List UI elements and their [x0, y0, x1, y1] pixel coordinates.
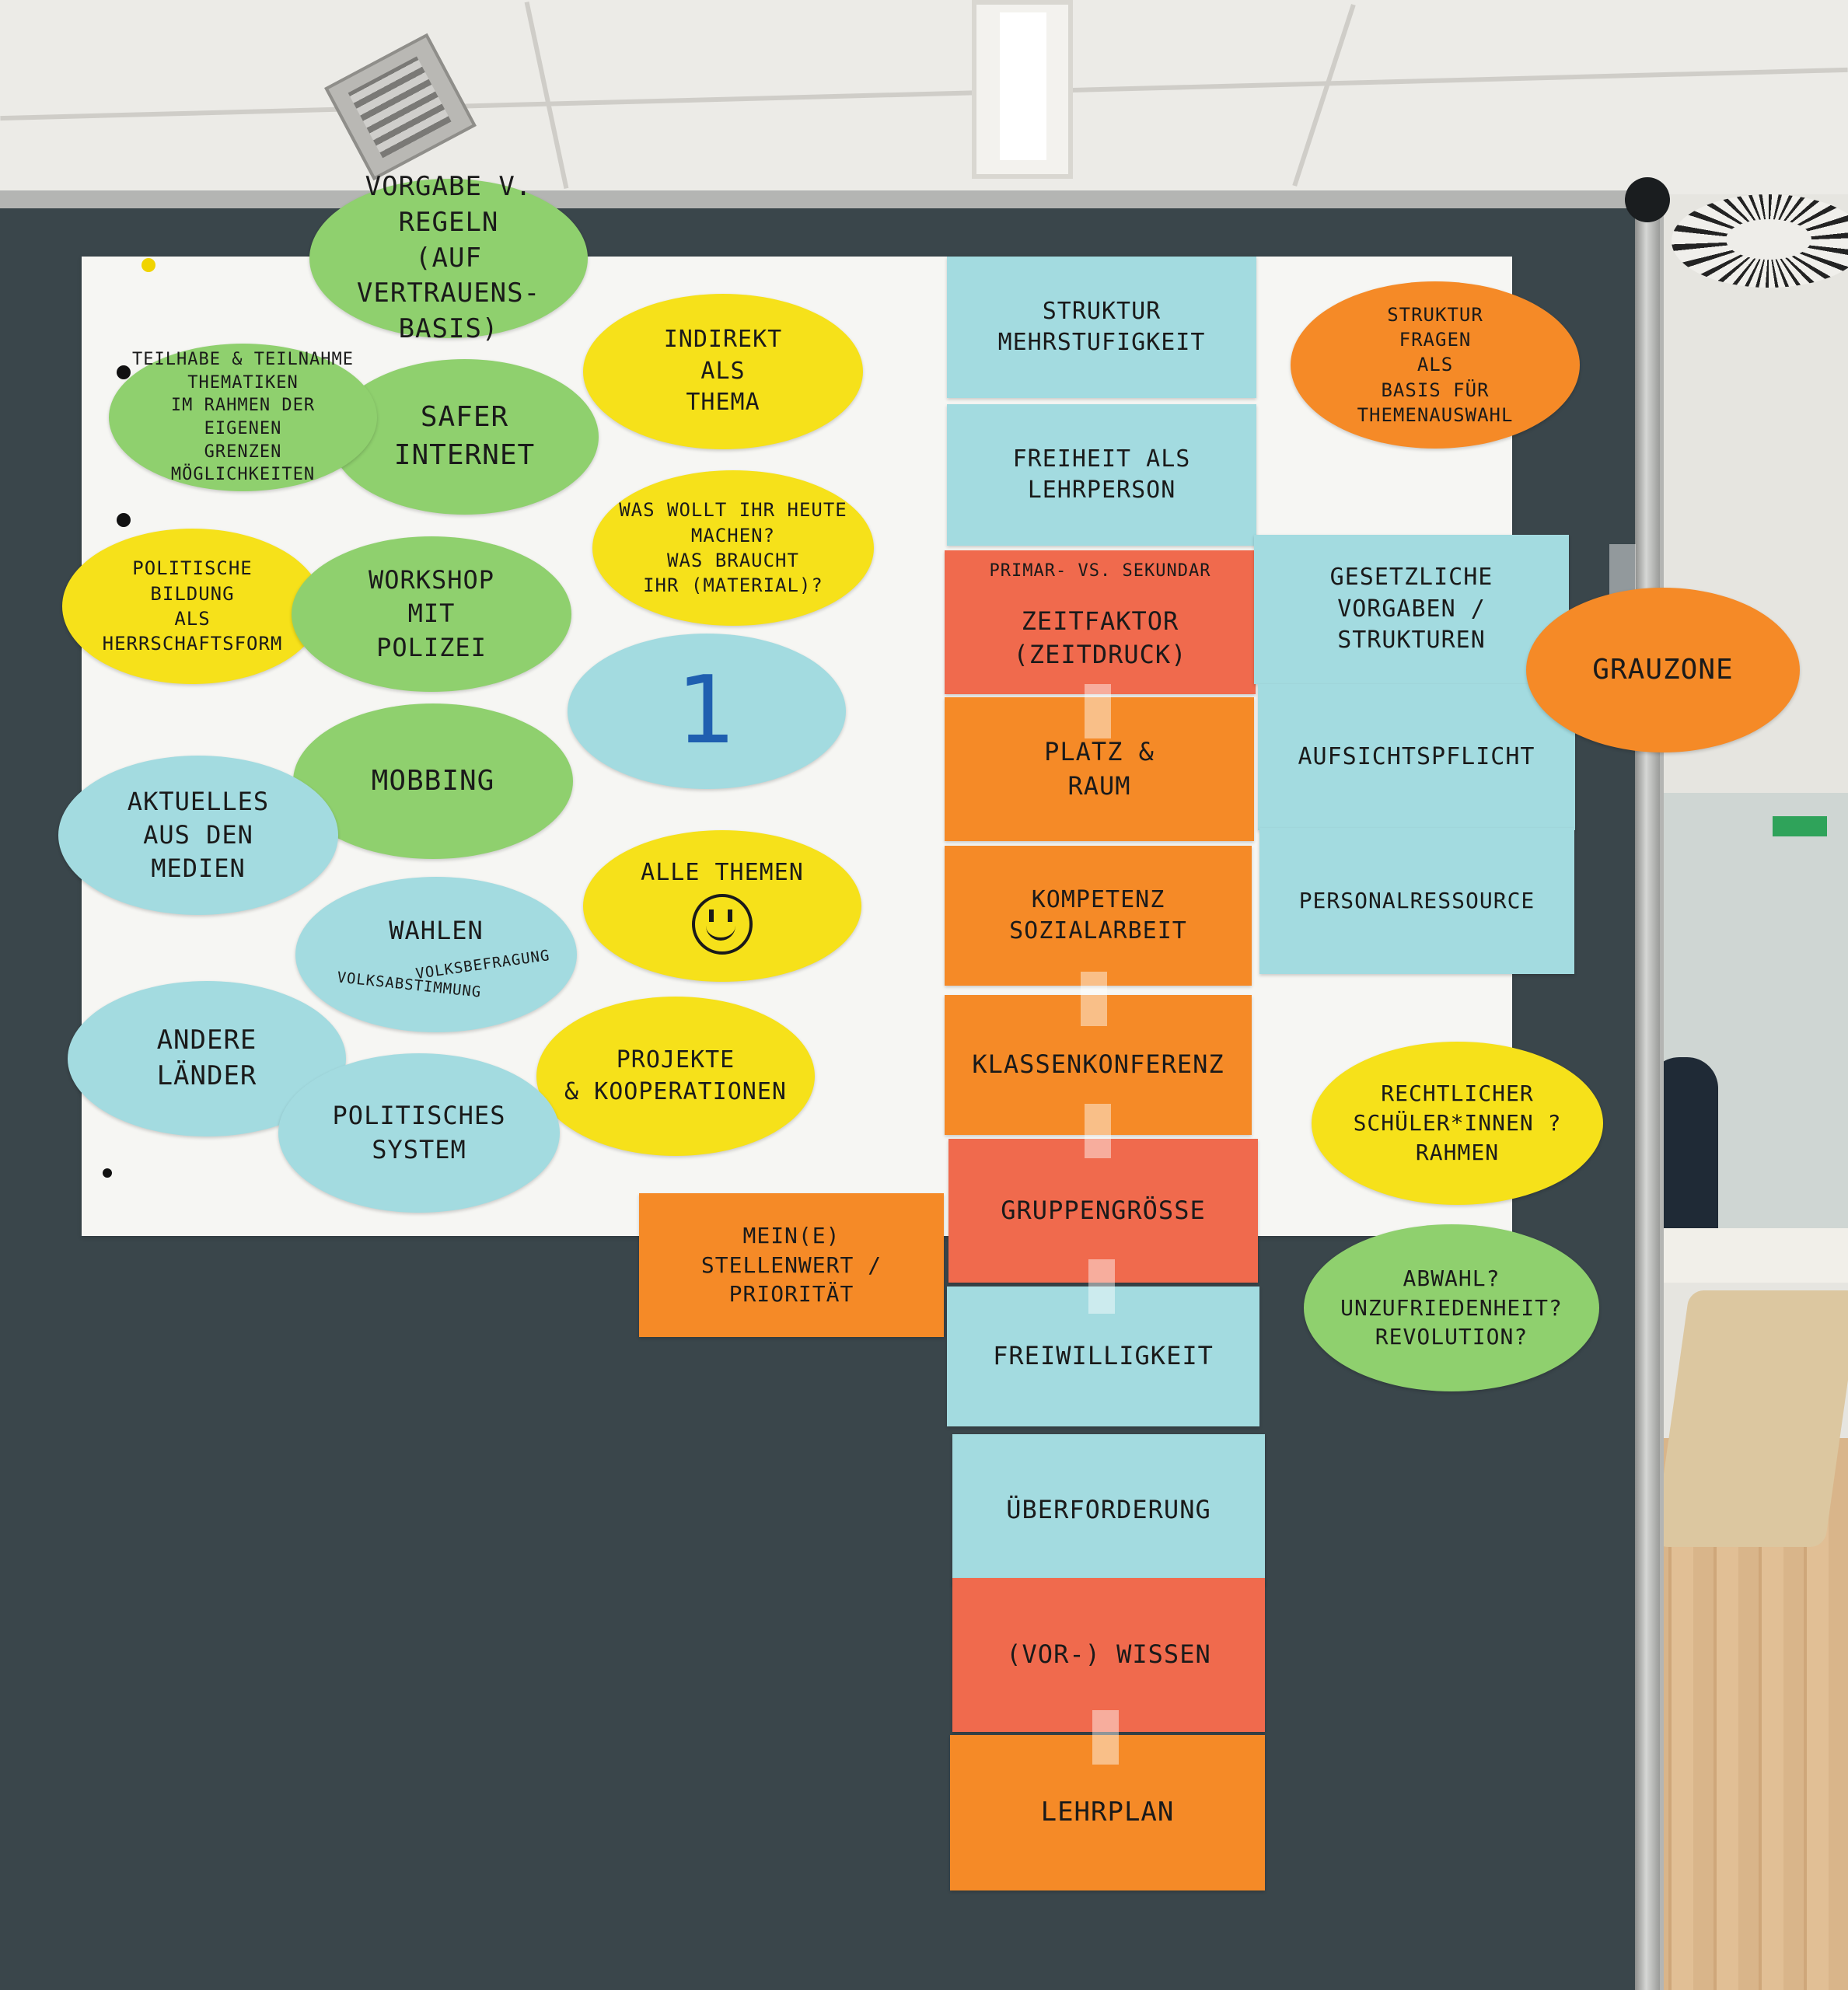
pin-icon	[103, 1168, 112, 1178]
card-wahlen: WAHLEN VOLKSBEFRAGUNG VOLKSABSTIMMUNG	[295, 877, 577, 1032]
background-table	[1648, 1228, 1848, 1283]
card-vorgabe-regeln: VORGABE V. REGELN (AUF VERTRAUENS- BASIS…	[309, 171, 588, 344]
column-card-ueberforderung: ÜBERFORDERUNG	[952, 1434, 1265, 1586]
card-teilhabe: TEILHABE & TEILNAHME THEMATIKEN IM RAHME…	[109, 344, 377, 491]
card-safer-internet: SAFER INTERNET	[330, 359, 599, 515]
column-card-struktur: STRUKTUR MEHRSTUFIGKEIT	[947, 257, 1256, 398]
card-number-one: 1	[568, 634, 846, 789]
column-card-freiwilligkeit: FREIWILLIGKEIT	[947, 1287, 1259, 1426]
card-alle-themen: ALLE THEMEN	[583, 830, 861, 982]
column-card-kompetenz: KOMPETENZ SOZIALARBEIT	[945, 846, 1252, 986]
card-abwahl: ABWAHL? UNZUFRIEDENHEIT? REVOLUTION?	[1304, 1224, 1599, 1391]
column-card-zeitfaktor: PRIMAR- VS. SEKUNDAR ZEITFAKTOR (ZEITDRU…	[945, 550, 1256, 694]
column-card-platz-raum: PLATZ & RAUM	[945, 697, 1254, 841]
smiley-face-icon	[692, 893, 753, 955]
card-gesetzliche-vorgaben: GESETZLICHE VORGABEN / STRUKTUREN	[1254, 535, 1569, 684]
card-rechtlicher-rahmen: RECHTLICHER SCHÜLER*INNEN ? RAHMEN	[1312, 1042, 1603, 1205]
tape-strip	[1085, 684, 1111, 738]
card-aufsichtspflicht: AUFSICHTSPFLICHT	[1258, 684, 1575, 830]
column-card-gruppengroesse: GRUPPENGRÖSSE	[948, 1139, 1258, 1283]
card-struktur-fragen: STRUKTUR FRAGEN ALS BASIS FÜR THEMENAUSW…	[1291, 281, 1580, 449]
zeitfaktor-label: ZEITFAKTOR (ZEITDRUCK)	[1013, 606, 1187, 669]
pin-icon	[117, 513, 131, 527]
column-card-lehrplan: LEHRPLAN	[950, 1735, 1265, 1890]
wahlen-label: WAHLEN	[389, 915, 484, 945]
pin-icon	[141, 258, 155, 272]
card-was-wollt-ihr: WAS WOLLT IHR HEUTE MACHEN? WAS BRAUCHT …	[592, 470, 874, 626]
board-pole	[1635, 190, 1660, 1990]
tape-strip	[1081, 972, 1107, 1026]
magnet-icon	[1625, 177, 1670, 222]
card-aktuelles: AKTUELLES AUS DEN MEDIEN	[58, 756, 338, 915]
tape-strip	[1092, 1710, 1119, 1765]
column-card-freiheit: FREIHEIT ALS LEHRPERSON	[947, 404, 1256, 546]
exit-sign-icon	[1773, 816, 1827, 836]
primar-sekundar-label: PRIMAR- VS. SEKUNDAR	[989, 561, 1211, 581]
card-workshop-polizei: WORKSHOP MIT POLIZEI	[292, 536, 571, 692]
tape-strip	[1088, 1259, 1115, 1314]
card-projekte: PROJEKTE & KOOPERATIONEN	[536, 997, 815, 1156]
card-mobbing: MOBBING	[293, 703, 573, 859]
card-politische-bildung: POLITISCHE BILDUNG ALS HERRSCHAFTSFORM	[62, 529, 323, 684]
card-indirekt: INDIREKT ALS THEMA	[583, 294, 863, 449]
ceiling	[0, 0, 1848, 194]
pin-icon	[117, 365, 131, 379]
card-politisches-system: POLITISCHES SYSTEM	[278, 1053, 560, 1213]
card-stellenwert: MEIN(E) STELLENWERT / PRIORITÄT	[639, 1193, 944, 1337]
column-card-klassenkonferenz: KLASSENKONFERENZ	[945, 995, 1252, 1135]
round-ceiling-vent	[1672, 194, 1848, 288]
ceiling-light	[972, 0, 1073, 179]
card-grauzone: GRAUZONE	[1526, 588, 1800, 752]
tape-strip	[1085, 1104, 1111, 1158]
card-personalressource: PERSONALRESSOURCE	[1259, 828, 1574, 974]
alle-themen-label: ALLE THEMEN	[641, 859, 804, 887]
column-card-vorwissen: (VOR-) WISSEN	[952, 1578, 1265, 1732]
